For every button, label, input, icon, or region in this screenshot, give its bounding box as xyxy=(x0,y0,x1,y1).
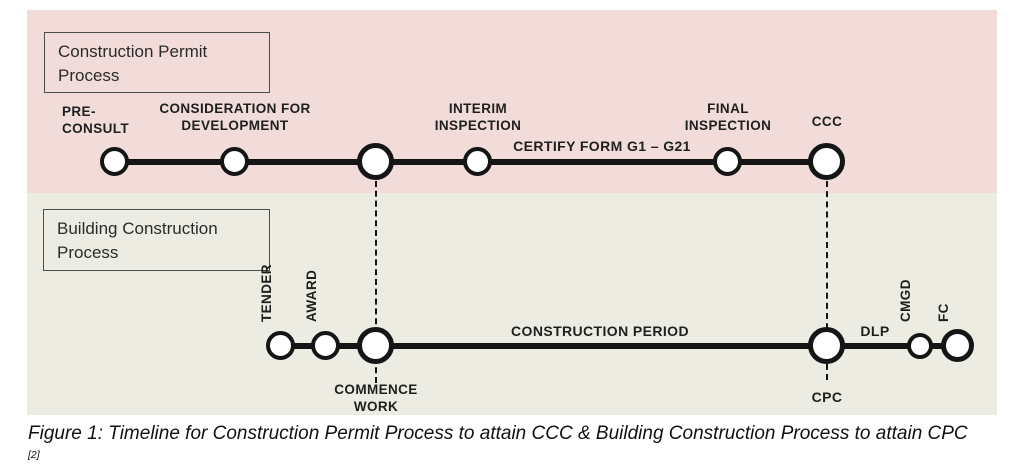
label-award: AWARD xyxy=(304,269,319,322)
label-cmgd: CMGD xyxy=(898,279,913,322)
node-fc xyxy=(941,329,974,362)
node-cmgd xyxy=(907,333,933,359)
label-final-inspection: FINAL INSPECTION xyxy=(684,101,772,133)
node-final-inspection xyxy=(713,147,742,176)
figure-caption: Figure 1: Timeline for Construction Perm… xyxy=(28,423,968,444)
node-ccc xyxy=(808,143,845,180)
node-interim-inspection xyxy=(463,147,492,176)
dashed-connector-ccc-cpc xyxy=(826,181,828,380)
permit-process-title-box: Construction Permit Process xyxy=(44,32,270,93)
building-timeline-line xyxy=(281,343,958,349)
label-cpc: CPC xyxy=(811,389,843,405)
figure-citation: [2] xyxy=(28,449,40,461)
node-cpc xyxy=(808,327,845,364)
label-interim-inspection: INTERIM INSPECTION xyxy=(434,101,522,133)
label-pre-consult: PRE- CONSULT xyxy=(62,104,130,136)
dashed-connector-commence-work xyxy=(375,181,377,383)
label-commence-work: COMMENCE WORK xyxy=(334,382,418,414)
building-process-title-box: Building Construction Process xyxy=(43,209,270,271)
node-consideration-for-development xyxy=(220,147,249,176)
node-award xyxy=(311,331,340,360)
node-tender xyxy=(266,331,295,360)
label-consideration-for-development: CONSIDERATION FOR DEVELOPMENT xyxy=(159,101,311,133)
label-construction-period: CONSTRUCTION PERIOD xyxy=(511,323,689,339)
node-pre-consult xyxy=(100,147,129,176)
node-permit-commence-junction xyxy=(357,143,394,180)
label-tender: TENDER xyxy=(259,264,274,322)
building-construction-section xyxy=(27,193,997,415)
label-dlp: DLP xyxy=(860,323,890,339)
node-commence-work xyxy=(357,327,394,364)
label-fc: FC xyxy=(936,303,951,322)
label-certify-form-g1-g21: CERTIFY FORM G1 – G21 xyxy=(513,138,691,154)
label-ccc: CCC xyxy=(811,114,843,129)
